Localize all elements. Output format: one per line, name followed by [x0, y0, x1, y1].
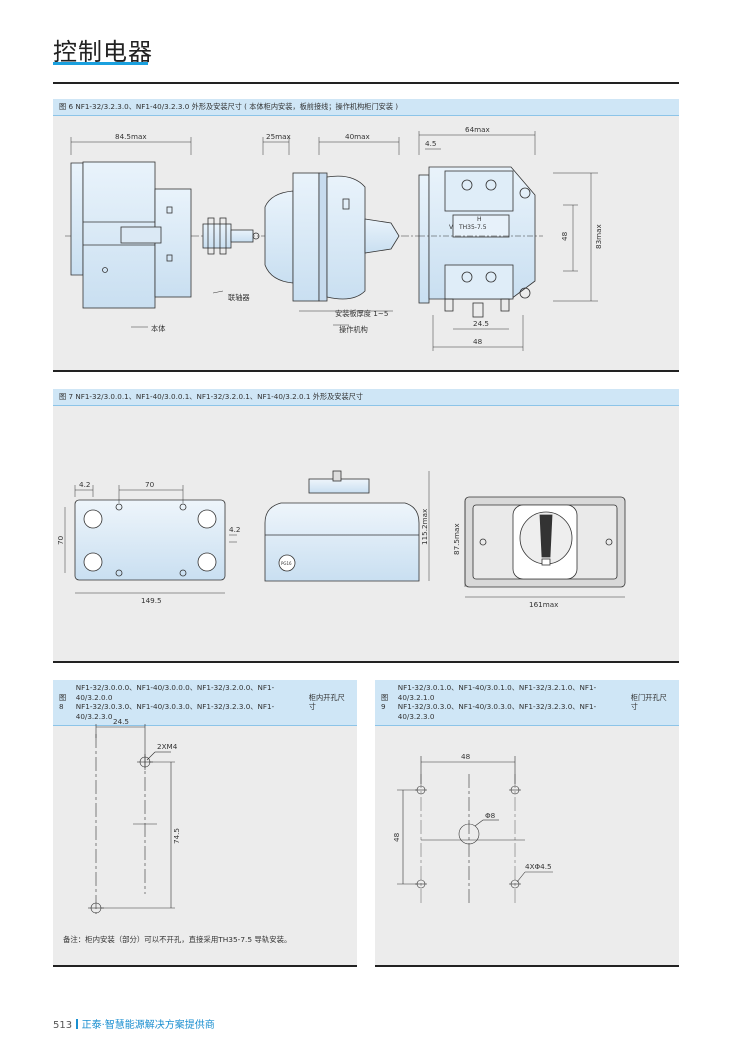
- fig7-side-view: [264, 502, 420, 582]
- fig9-caption-line1: NF1-32/3.0.1.0、NF1-40/3.0.1.0、NF1-32/3.2…: [397, 683, 597, 702]
- fig6-dim-4: 64max: [465, 125, 491, 134]
- fig6-label-rail: TH35-7.5: [458, 224, 487, 231]
- fig6-dim-10: 48: [473, 337, 483, 346]
- fig9-dim-4: 4XΦ4.5: [525, 862, 552, 871]
- fig7-dim-6: 115.2max: [420, 508, 429, 545]
- fig9-caption-prefix: 图 9: [381, 692, 389, 712]
- fig6-panel: 图 6 NF1-32/3.2.3.0、NF1-40/3.2.3.0 外形及安装尺…: [53, 99, 679, 372]
- fig7-dim-8: 161max: [529, 600, 559, 609]
- fig9-caption-line2: NF1-32/3.0.3.0、NF1-40/3.0.3.0、NF1-32/3.2…: [397, 702, 597, 722]
- fig9-caption-tail: 柜门开孔尺寸: [630, 692, 667, 712]
- top-rule: [53, 82, 679, 84]
- fig8-caption-prefix: 图 8: [59, 692, 67, 712]
- fig6-label-coupler: 联轴器: [228, 293, 250, 302]
- page-title: 控制电器: [53, 38, 153, 66]
- fig6-dim-5: 4.5: [425, 139, 436, 148]
- fig8-drawing: 24.5 2XM4 74.5: [88, 717, 181, 914]
- fig8-caption-line1: NF1-32/3.0.0.0、NF1-40/3.0.0.0、NF1-32/3.2…: [75, 683, 275, 702]
- fig6-body-side: [70, 162, 84, 276]
- fig7-dim-1: 4.2: [79, 480, 90, 489]
- fig7-panel: 图 7 NF1-32/3.0.0.1、NF1-40/3.0.0.1、NF1-32…: [53, 389, 679, 663]
- fig8-dim-3: 74.5: [172, 828, 181, 844]
- fig9-caption: 图 9 NF1-32/3.0.1.0、NF1-40/3.0.1.0、NF1-32…: [375, 680, 679, 726]
- fig8-dim-2: 2XM4: [157, 742, 178, 751]
- fig6-caption: 图 6 NF1-32/3.2.3.0、NF1-40/3.2.3.0 外形及安装尺…: [53, 99, 679, 116]
- footer: 513 正泰·智慧能源解决方案提供商: [53, 1016, 215, 1031]
- fig6-label-operator: 操作机构: [339, 325, 368, 334]
- fig6-dim-1: 84.5max: [115, 132, 147, 141]
- fig6-dim-2: 25max: [266, 132, 292, 141]
- fig8-panel: 图 8 NF1-32/3.0.0.0、NF1-40/3.0.0.0、NF1-32…: [53, 680, 357, 967]
- fig7-drawing: 4.2 70 70 4.2 149.5 115.2max 87.5max 161…: [56, 470, 626, 609]
- title-underline: [53, 62, 148, 65]
- fig9-dim-2: 48: [392, 832, 401, 842]
- fig7-dim-5: 149.5: [141, 596, 162, 605]
- fig6-label-body: 本体: [151, 324, 165, 333]
- fig6-front-view: [418, 174, 430, 304]
- footer-brand: 正泰·智慧能源解决方案提供商: [81, 1020, 215, 1031]
- fig7-dim-2: 70: [145, 480, 155, 489]
- fig6-dim-7: 83max: [594, 223, 603, 249]
- page-number: 513: [53, 1020, 73, 1031]
- fig6-dim-3: 40max: [345, 132, 371, 141]
- fig7-label-gland: PG16: [281, 561, 292, 566]
- fig9-dim-1: 48: [461, 752, 471, 761]
- fig8-caption-line2: NF1-32/3.0.3.0、NF1-40/3.0.3.0、NF1-32/3.2…: [75, 702, 275, 722]
- fig6-operator: [264, 190, 294, 284]
- fig6-label-v: V: [449, 224, 454, 231]
- fig8-dim-1: 24.5: [113, 717, 129, 726]
- fig6-drawing: 84.5max 25max 40max 64max 4.5 48 83max 2…: [65, 125, 603, 351]
- fig8-caption-tail: 柜内开孔尺寸: [308, 692, 345, 712]
- fig9-drawing: 48 48 Φ8 4XΦ4.5: [392, 752, 553, 904]
- fig9-dim-3: Φ8: [485, 811, 496, 820]
- fig6-label-h: H: [477, 216, 482, 223]
- fig9-panel: 图 9 NF1-32/3.0.1.0、NF1-40/3.0.1.0、NF1-32…: [375, 680, 679, 967]
- fig8-note: 备注：柜内安装（部分）可以不开孔，直接采用TH35-7.5 导轨安装。: [63, 935, 292, 944]
- fig6-dim-9: 24.5: [473, 319, 489, 328]
- fig7-caption: 图 7 NF1-32/3.0.0.1、NF1-40/3.0.0.1、NF1-32…: [53, 389, 679, 406]
- fig7-dim-4: 4.2: [229, 525, 240, 534]
- fig8-caption: 图 8 NF1-32/3.0.0.0、NF1-40/3.0.0.0、NF1-32…: [53, 680, 357, 726]
- fig6-label-panel: 安装板厚度 1~5: [335, 309, 388, 318]
- fig7-top-view: [74, 499, 226, 581]
- fig7-dim-3: 70: [56, 535, 65, 545]
- footer-divider: [76, 1019, 78, 1029]
- fig7-dim-7: 87.5max: [452, 523, 461, 555]
- fig6-dim-6: 48: [560, 231, 569, 241]
- fig6-coupler: [202, 223, 232, 249]
